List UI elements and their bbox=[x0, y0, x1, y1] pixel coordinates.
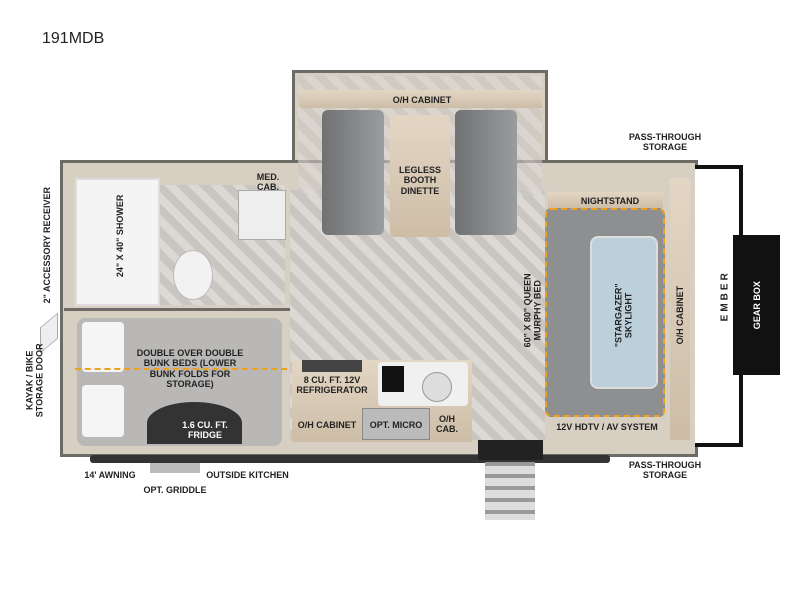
oh-cabinet-label: O/H CABINET bbox=[392, 95, 452, 105]
skylight-label: "STARGAZER" SKYLIGHT bbox=[613, 283, 634, 348]
toilet bbox=[173, 250, 213, 300]
med-cab-label: MED. CAB. bbox=[256, 172, 280, 193]
oh-cab-label: O/H CAB. bbox=[436, 414, 458, 435]
shower bbox=[75, 178, 160, 306]
pass-through-top-label: PASS-THROUGH STORAGE bbox=[628, 132, 702, 153]
outside-kitchen-label: OUTSIDE KITCHEN bbox=[206, 470, 289, 480]
bath-wall bbox=[64, 308, 290, 311]
microwave-label: OPT. MICRO bbox=[369, 420, 423, 430]
bath-sink bbox=[238, 190, 286, 240]
refrigerator-label: 8 CU. FT. 12V REFRIGERATOR bbox=[296, 375, 368, 396]
pillow bbox=[82, 322, 124, 372]
booth-seat-right bbox=[455, 110, 517, 235]
gear-box bbox=[733, 235, 780, 375]
booth-seat-left bbox=[322, 110, 384, 235]
bunks-label: DOUBLE OVER DOUBLE BUNK BEDS (LOWER BUNK… bbox=[136, 348, 244, 390]
nightstand bbox=[548, 192, 663, 208]
bunk-divider bbox=[75, 368, 287, 370]
oh-cabinet bbox=[300, 90, 542, 108]
microwave bbox=[362, 408, 430, 440]
hdtv-label: 12V HDTV / AV SYSTEM bbox=[556, 422, 658, 432]
kitchen-oh-cabinet-label: O/H CABINET bbox=[297, 420, 357, 430]
model-title: 191MDB bbox=[42, 30, 105, 47]
small-fridge-label: 1.6 CU. FT. FRIDGE bbox=[182, 420, 228, 441]
gear-box-label: GEAR BOX bbox=[751, 281, 762, 330]
pass-through-bottom-label: PASS-THROUGH STORAGE bbox=[628, 460, 702, 481]
right-oh-cabinet-label: O/H CABINET bbox=[674, 285, 685, 345]
right-oh-cabinet bbox=[670, 178, 690, 440]
griddle-label: OPT. GRIDDLE bbox=[143, 485, 207, 495]
awning-label: 14' AWNING bbox=[84, 470, 136, 480]
accessory-receiver-label: 2" ACCESSORY RECEIVER bbox=[41, 186, 52, 304]
entry-steps bbox=[485, 462, 535, 520]
murphy-bed-label: 60" X 80" QUEEN MURPHY BED bbox=[522, 273, 543, 348]
nightstand-label: NIGHTSTAND bbox=[580, 196, 640, 206]
sink-basin bbox=[422, 372, 452, 402]
pillow bbox=[82, 385, 124, 437]
dinette-table bbox=[390, 115, 450, 237]
shower-label: 24" X 40" SHOWER bbox=[114, 194, 125, 278]
griddle bbox=[150, 463, 200, 473]
cooktop bbox=[382, 366, 404, 392]
awning bbox=[90, 455, 610, 463]
dinette-label: LEGLESS BOOTH DINETTE bbox=[398, 165, 441, 196]
skylight bbox=[590, 236, 658, 389]
refrigerator bbox=[302, 360, 362, 372]
kayak-door-label: KAYAK / BIKE STORAGE DOOR bbox=[24, 343, 45, 418]
entry-door[interactable] bbox=[478, 440, 543, 460]
small-fridge bbox=[147, 402, 242, 444]
ember-logo: EMBER bbox=[719, 270, 731, 322]
